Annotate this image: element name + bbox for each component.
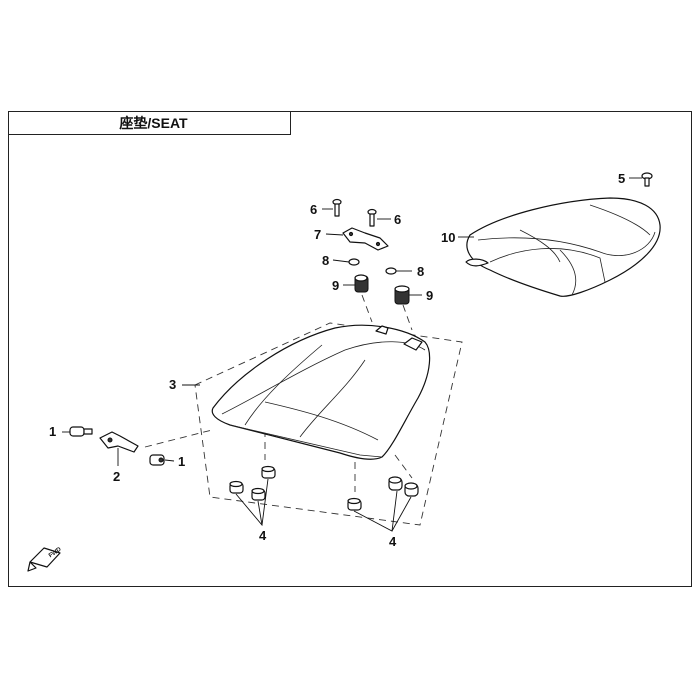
damper-9-right <box>394 285 410 305</box>
washer-8-left <box>348 258 360 266</box>
leader-lines <box>62 177 642 532</box>
screw-1-left <box>69 426 93 437</box>
callout-2: 2 <box>113 469 120 484</box>
callout-6-left: 6 <box>310 202 317 217</box>
main-seat <box>211 324 431 460</box>
diagram-frame <box>8 111 692 587</box>
bushing-4-d <box>347 497 362 511</box>
dashed-guide-bolt-right <box>402 304 413 331</box>
callout-6-right: 6 <box>394 212 401 227</box>
screw-5 <box>641 172 653 187</box>
bushing-4-a <box>229 480 244 494</box>
callout-10: 10 <box>441 230 455 245</box>
seat-assembly-outline <box>194 322 463 526</box>
washer-8-right <box>385 267 397 275</box>
damper-9-left <box>354 274 369 293</box>
bushing-4-f <box>404 482 419 497</box>
latch-2 <box>99 431 139 453</box>
bushing-4-e <box>388 476 403 491</box>
callout-7: 7 <box>314 227 321 242</box>
bracket-7 <box>342 227 389 251</box>
callout-4-left: 4 <box>259 528 267 543</box>
callout-labels: 1 1 2 3 4 4 5 6 6 7 8 8 9 9 10 <box>49 171 625 549</box>
fwd-arrow-icon: FWD <box>27 546 63 572</box>
callout-5: 5 <box>618 171 625 186</box>
callout-4-right: 4 <box>389 534 397 549</box>
callout-8-left: 8 <box>322 253 329 268</box>
screw-6-left <box>332 198 342 217</box>
screw-1-right <box>149 454 165 466</box>
callout-1-left: 1 <box>49 424 56 439</box>
diagram-title: 座垫/SEAT <box>119 115 188 131</box>
diagram-title-box: 座垫/SEAT <box>8 111 291 135</box>
callout-9-left: 9 <box>332 278 339 293</box>
bushing-4-b <box>261 465 276 479</box>
callout-8-right: 8 <box>417 264 424 279</box>
dashed-guide-lock <box>144 429 213 448</box>
callout-1-right: 1 <box>178 454 185 469</box>
rear-seat <box>465 197 661 297</box>
bushing-4-c <box>251 487 266 501</box>
callout-3: 3 <box>169 377 176 392</box>
callout-9-right: 9 <box>426 288 433 303</box>
dashed-guide-right <box>394 454 413 479</box>
dashed-guide-bolt-left <box>361 294 373 323</box>
screw-6-right <box>367 208 377 227</box>
